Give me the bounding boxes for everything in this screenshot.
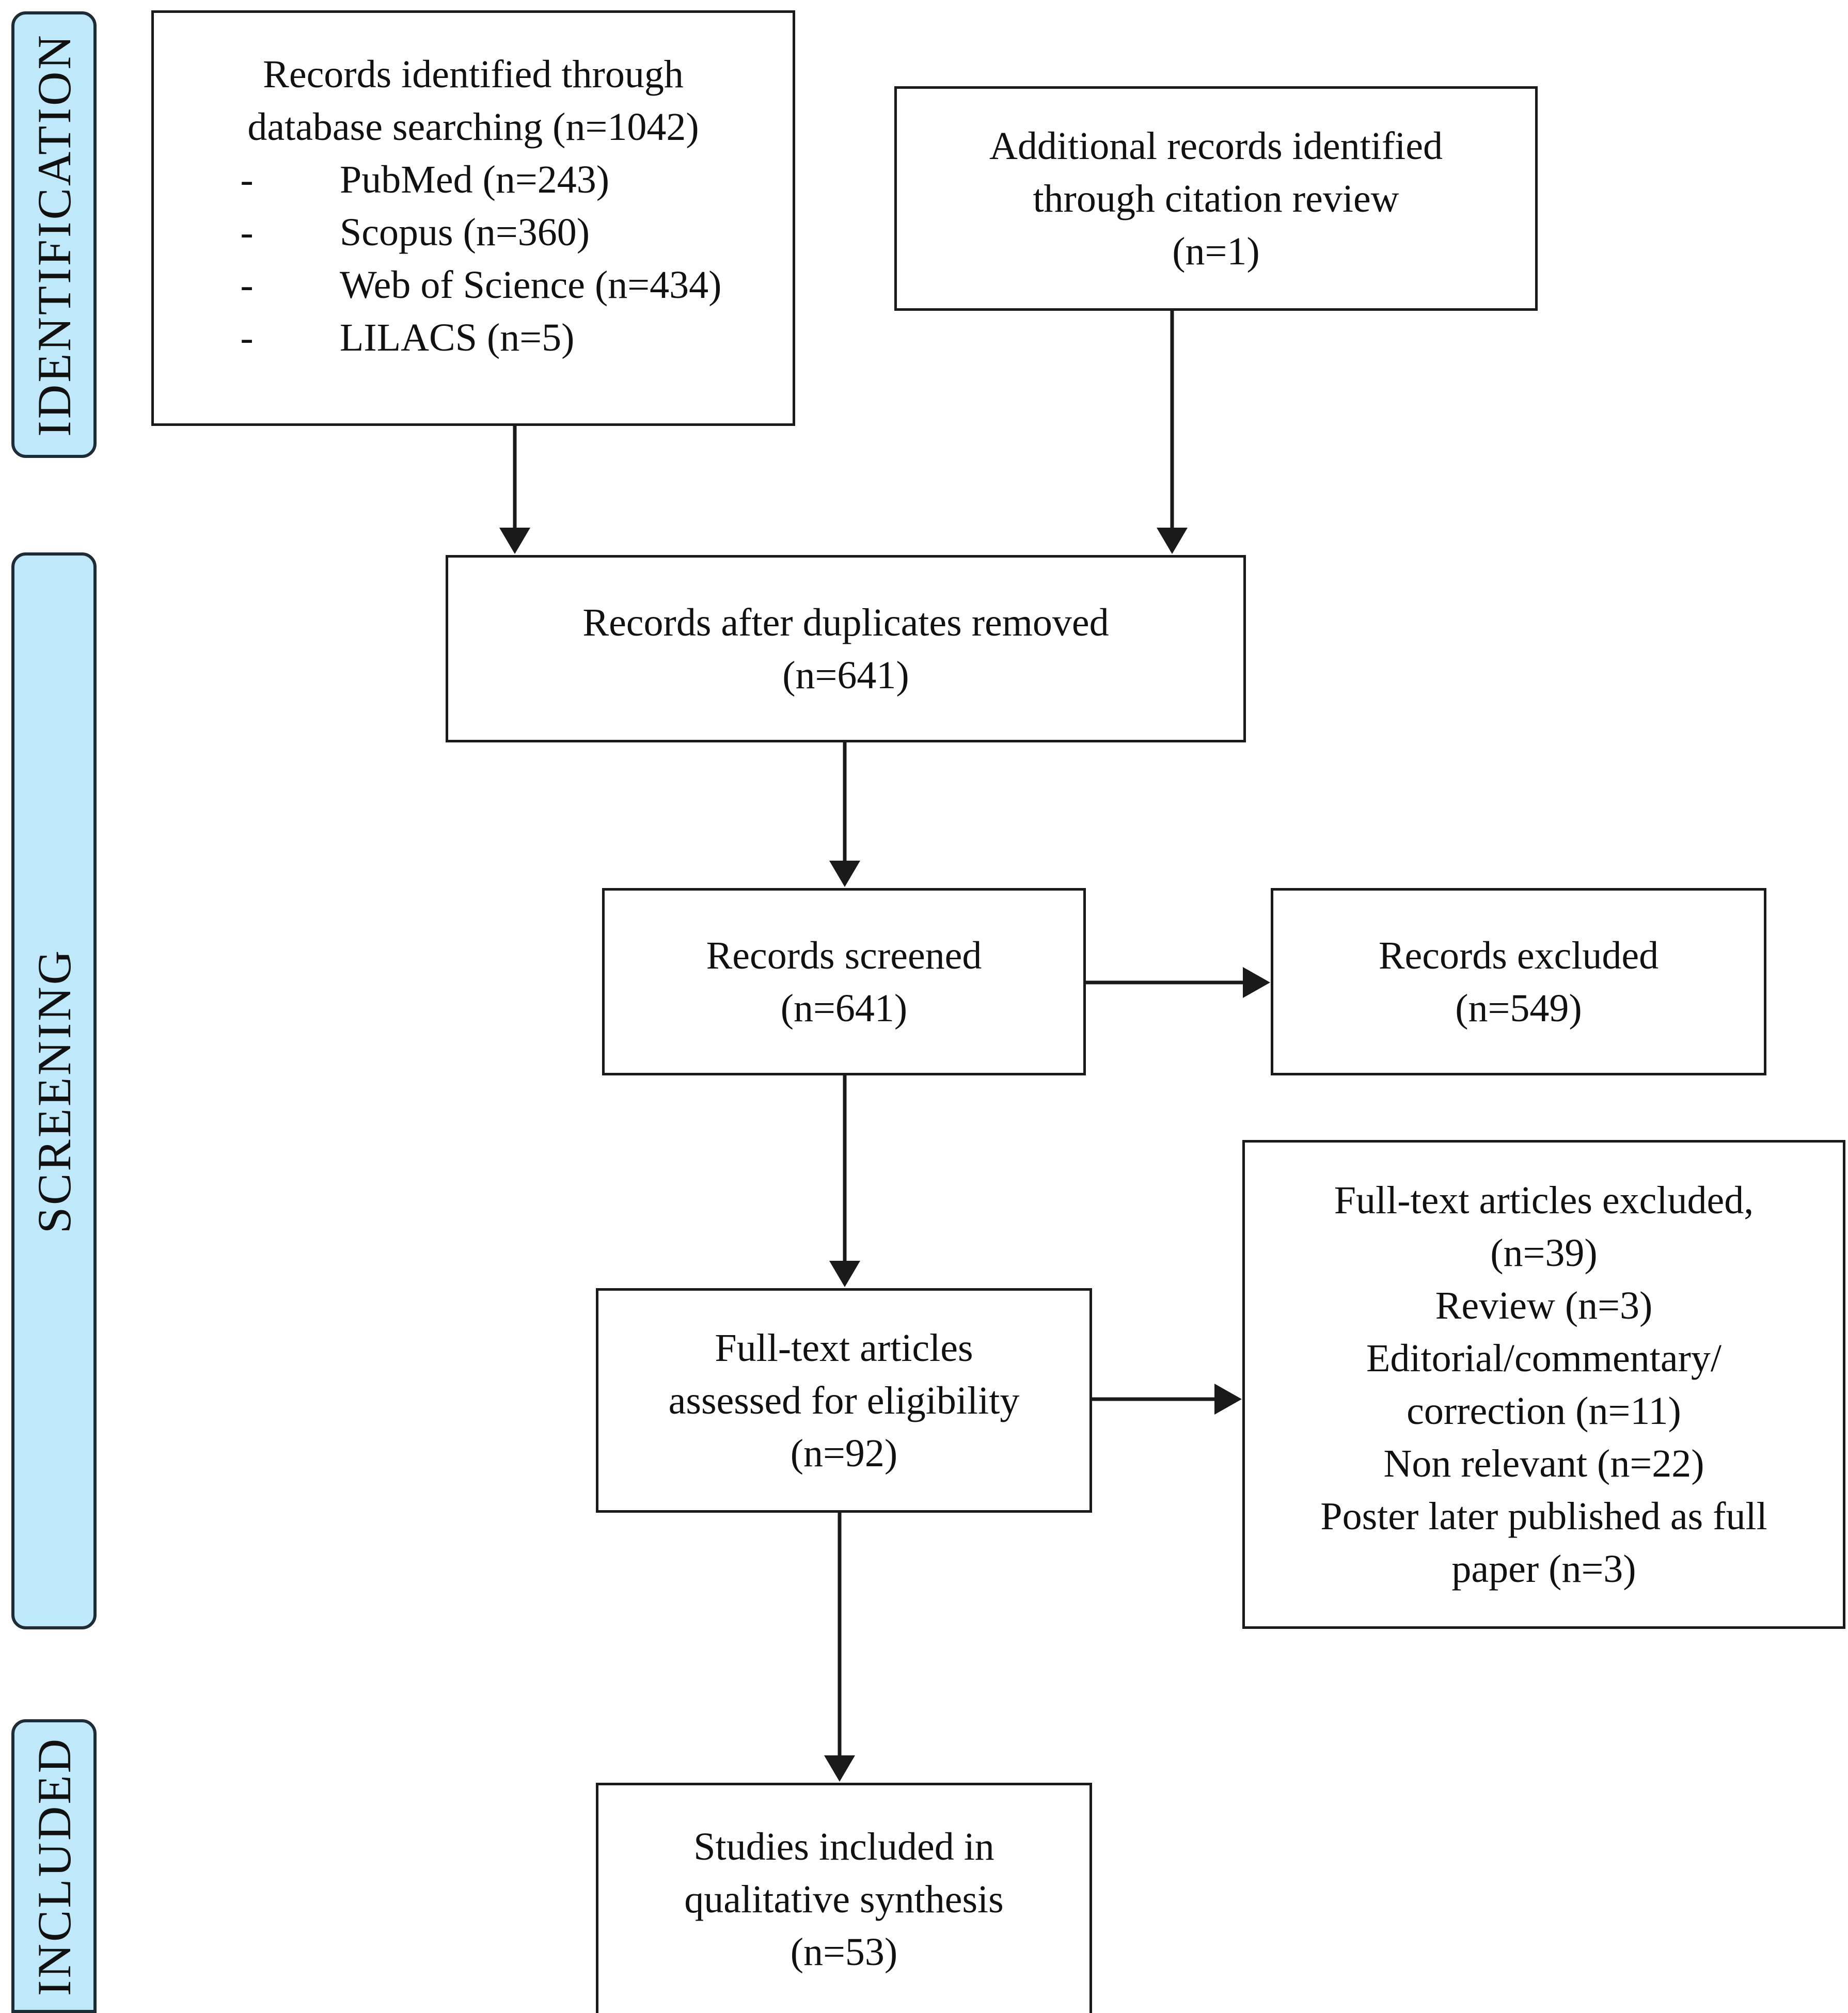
arrow-screened-to-assessed	[829, 1075, 860, 1287]
box-records-excluded: Records excluded (n=549)	[1271, 888, 1766, 1075]
duplicates-line-2: (n=641)	[782, 653, 909, 697]
screened-line-2: (n=641)	[780, 986, 908, 1030]
ft-excluded-line-3: Review (n=3)	[1435, 1283, 1653, 1327]
source-item: - LILACS (n=5)	[154, 311, 793, 364]
included-line-3: (n=53)	[790, 1930, 898, 1974]
box-studies-included: Studies included in qualitative synthesi…	[596, 1783, 1092, 2013]
additional-line-3: (n=1)	[1172, 229, 1260, 273]
assessed-line-2: assessed for eligibility	[668, 1378, 1020, 1422]
ft-excluded-line-4: Editorial/commentary/	[1366, 1336, 1721, 1380]
arrow-database-to-duplicates	[499, 426, 530, 554]
source-bullet: -	[240, 158, 254, 201]
ft-excluded-line-5: correction (n=11)	[1407, 1389, 1681, 1433]
phase-included: INCLUDED	[11, 1719, 97, 2013]
arrow-additional-to-duplicates	[1157, 311, 1188, 554]
included-line-1: Studies included in	[693, 1825, 994, 1868]
box-database-search: Records identified through database sear…	[151, 10, 795, 426]
additional-line-1: Additional records identified	[989, 124, 1443, 168]
ft-excluded-line-8: paper (n=3)	[1451, 1547, 1636, 1591]
excluded-line-2: (n=549)	[1455, 986, 1582, 1030]
box-fulltext-excluded: Full-text articles excluded, (n=39) Revi…	[1242, 1140, 1845, 1629]
database-title-line-2: database searching (n=1042)	[247, 105, 699, 149]
phase-identification: IDENTIFICATION	[11, 11, 97, 458]
additional-line-2: through citation review	[1033, 177, 1399, 220]
box-fulltext-assessed: Full-text articles assessed for eligibil…	[596, 1288, 1092, 1513]
ft-excluded-line-2: (n=39)	[1490, 1231, 1598, 1275]
ft-excluded-line-6: Non relevant (n=22)	[1383, 1441, 1704, 1485]
assessed-line-1: Full-text articles	[715, 1326, 973, 1370]
arrow-screened-to-excluded	[1086, 967, 1270, 998]
source-bullet: -	[240, 211, 254, 254]
excluded-line-1: Records excluded	[1378, 933, 1659, 977]
source-item: - Web of Science (n=434)	[154, 259, 793, 311]
source-label: Scopus (n=360)	[340, 211, 590, 254]
box-records-screened: Records screened (n=641)	[602, 888, 1086, 1075]
screened-line-1: Records screened	[706, 933, 982, 977]
source-label: LILACS (n=5)	[340, 316, 575, 359]
source-item: - Scopus (n=360)	[154, 206, 793, 259]
box-additional-records: Additional records identified through ci…	[894, 86, 1538, 311]
included-line-2: qualitative synthesis	[684, 1877, 1004, 1921]
arrow-assessed-to-included	[824, 1513, 855, 1782]
ft-excluded-line-7: Poster later published as full	[1320, 1494, 1767, 1538]
source-item: - PubMed (n=243)	[154, 153, 793, 206]
source-bullet: -	[240, 316, 254, 359]
database-title-line-1: Records identified through	[263, 53, 684, 96]
source-label: PubMed (n=243)	[340, 158, 610, 201]
source-label: Web of Science (n=434)	[340, 263, 722, 307]
source-bullet: -	[240, 263, 254, 307]
duplicates-line-1: Records after duplicates removed	[582, 600, 1109, 644]
box-duplicates-removed: Records after duplicates removed (n=641)	[446, 555, 1246, 742]
arrow-duplicates-to-screened	[829, 742, 860, 887]
assessed-line-3: (n=92)	[790, 1431, 898, 1475]
ft-excluded-line-1: Full-text articles excluded,	[1334, 1178, 1754, 1222]
phase-screening: SCREENING	[11, 552, 97, 1629]
database-source-list: - PubMed (n=243) - Scopus (n=360) - Web …	[154, 153, 793, 364]
arrow-assessed-to-ft-excluded	[1092, 1384, 1242, 1415]
